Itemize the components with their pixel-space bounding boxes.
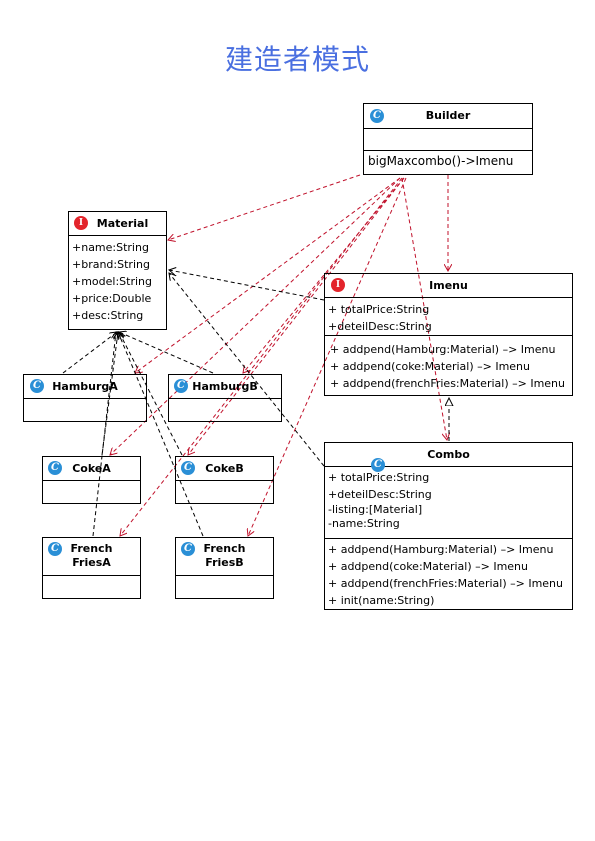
class-icon: C	[48, 461, 62, 475]
french-fries-a-name-line2: FriesA	[72, 556, 111, 569]
combo-method: + init(name:String)	[328, 594, 435, 607]
combo-method: + addpend(coke:Material) –> Imenu	[328, 560, 529, 573]
hamburg-b-name: HamburgB	[192, 380, 258, 393]
interface-icon: I	[331, 278, 345, 292]
french-fries-a-class-box[interactable]: C French FriesA	[42, 537, 141, 599]
imenu-name: Imenu	[429, 279, 468, 292]
coke-a-class-box[interactable]: C CokeA	[42, 456, 141, 504]
material-attr: +desc:String	[72, 309, 144, 322]
edge-hamburgA-to-material	[62, 332, 117, 374]
class-icon: C	[371, 458, 385, 472]
imenu-attributes: + totalPrice:String +deteilDesc:String	[325, 298, 572, 336]
edge-combo-to-material	[169, 273, 325, 467]
french-fries-b-class-box[interactable]: C French FriesB	[175, 537, 274, 599]
edge-frenchFriesB-to-material	[118, 332, 204, 537]
combo-method: + addpend(frenchFries:Material) –> Imenu	[328, 577, 563, 590]
material-attr: +name:String	[72, 241, 149, 254]
edge-hamburgB-to-material	[119, 332, 214, 374]
imenu-header: I Imenu	[325, 274, 572, 298]
class-icon: C	[370, 109, 384, 123]
french-fries-a-header: C French FriesA	[43, 538, 140, 576]
builder-header: C Builder	[364, 104, 532, 129]
combo-header: C Combo	[325, 443, 572, 472]
hamburg-a-name: HamburgA	[52, 380, 118, 393]
hamburg-b-class-box[interactable]: C HamburgB	[168, 374, 282, 422]
imenu-methods: + addpend(Hamburg:Material) –> Imenu + a…	[325, 336, 572, 392]
builder-methods: bigMaxcombo()->Imenu	[364, 151, 532, 170]
builder-class-box[interactable]: C Builder bigMaxcombo()->Imenu	[363, 103, 533, 175]
material-name: Material	[96, 217, 149, 230]
combo-name: Combo	[427, 448, 470, 461]
combo-attributes: + totalPrice:String +deteilDesc:String -…	[325, 467, 572, 539]
builder-method: bigMaxcombo()->Imenu	[368, 154, 514, 168]
builder-name: Builder	[425, 109, 471, 122]
imenu-interface-box[interactable]: I Imenu + totalPrice:String +deteilDesc:…	[324, 273, 573, 396]
combo-attr: + totalPrice:String	[328, 471, 430, 484]
class-icon: C	[181, 461, 195, 475]
french-fries-b-name-line1: French	[203, 542, 246, 555]
combo-class-box[interactable]: C Combo + totalPrice:String +deteilDesc:…	[324, 442, 573, 610]
edge-imenu-to-material	[169, 270, 325, 301]
combo-attr: -listing:[Material]	[328, 503, 423, 516]
imenu-method: + addpend(coke:Material) –> Imenu	[330, 360, 531, 373]
french-fries-b-name-line2: FriesB	[205, 556, 244, 569]
coke-a-header: C CokeA	[43, 457, 140, 481]
material-attributes: +name:String +brand:String +model:String…	[69, 236, 166, 324]
material-header: I Material	[69, 212, 166, 236]
imenu-attr: + totalPrice:String	[328, 303, 430, 316]
combo-methods: + addpend(Hamburg:Material) –> Imenu + a…	[325, 539, 572, 609]
imenu-method: + addpend(Hamburg:Material) –> Imenu	[330, 343, 556, 356]
hamburg-a-class-box[interactable]: C HamburgA	[23, 374, 147, 422]
french-fries-a-name-line1: French	[70, 542, 113, 555]
material-attr: +model:String	[72, 275, 153, 288]
coke-b-class-box[interactable]: C CokeB	[175, 456, 274, 504]
material-interface-box[interactable]: I Material +name:String +brand:String +m…	[68, 211, 167, 330]
class-icon: C	[174, 379, 188, 393]
class-icon: C	[181, 542, 195, 556]
french-fries-b-header: C French FriesB	[176, 538, 273, 576]
combo-attr: +deteilDesc:String	[328, 488, 432, 501]
edge-builder-to-material	[168, 174, 361, 240]
material-attr: +brand:String	[72, 258, 150, 271]
combo-method: + addpend(Hamburg:Material) –> Imenu	[328, 543, 554, 556]
class-icon: C	[48, 542, 62, 556]
imenu-attr: +deteilDesc:String	[328, 320, 432, 333]
hamburg-b-header: C HamburgB	[169, 375, 281, 399]
page-title: 建造者模式	[224, 43, 370, 76]
imenu-method: + addpend(frenchFries:Material) –> Imenu	[330, 377, 565, 390]
interface-icon: I	[74, 216, 88, 230]
hamburg-a-header: C HamburgA	[24, 375, 146, 399]
edge-frenchFriesA-to-material	[92, 332, 116, 537]
material-attr: +price:Double	[72, 292, 152, 305]
coke-b-header: C CokeB	[176, 457, 273, 481]
combo-attr: -name:String	[328, 517, 400, 530]
coke-b-name: CokeB	[205, 462, 244, 475]
class-icon: C	[30, 379, 44, 393]
coke-a-name: CokeA	[72, 462, 111, 475]
builder-attributes	[364, 129, 532, 151]
